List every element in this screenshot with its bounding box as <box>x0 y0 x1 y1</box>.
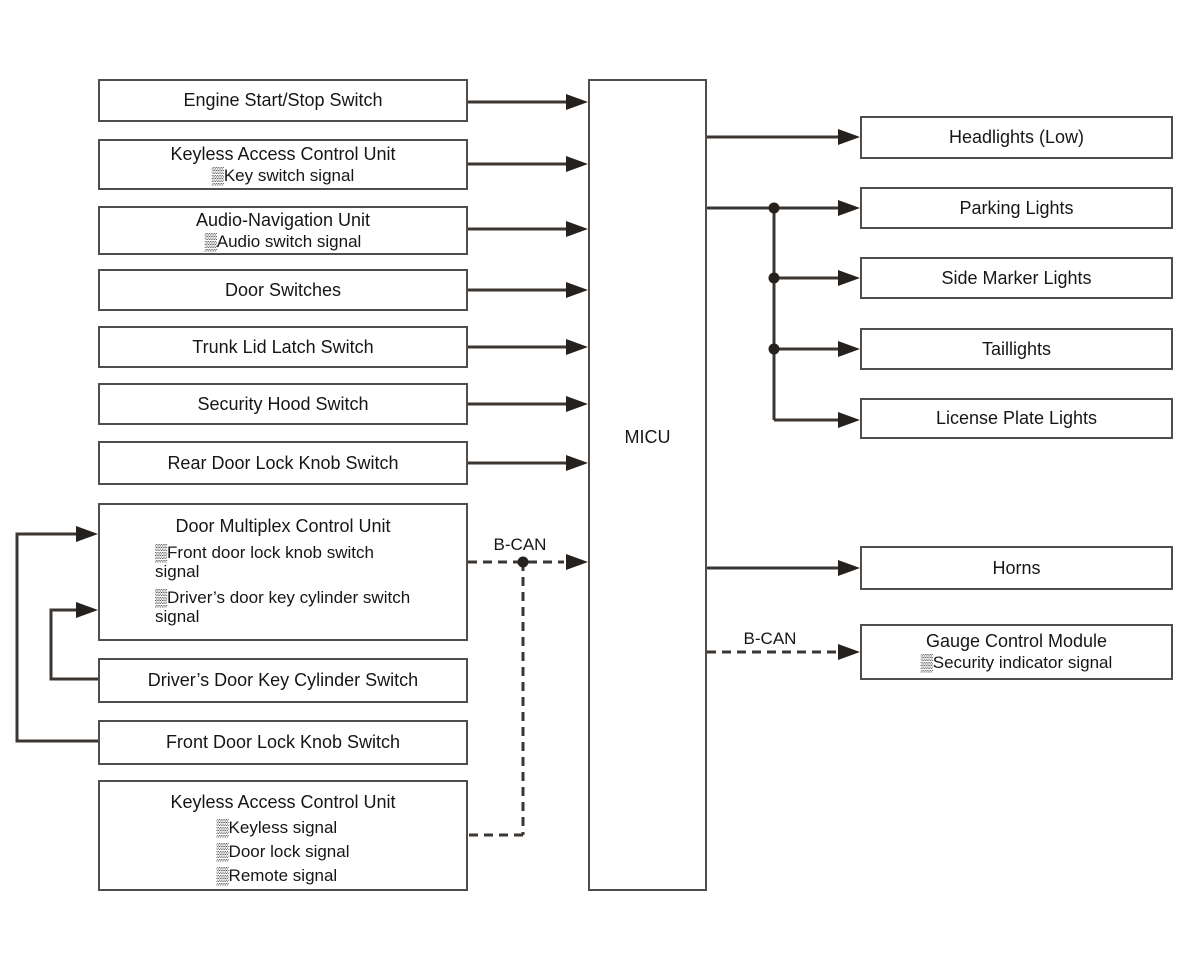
box-rear-door-lock-knob-switch: Rear Door Lock Knob Switch <box>98 441 468 485</box>
box-side-marker-lights: Side Marker Lights <box>860 257 1173 299</box>
arrowhead-icon <box>566 156 588 172</box>
box-title: Rear Door Lock Knob Switch <box>167 452 399 473</box>
box-title: Keyless Access Control Unit <box>170 143 396 164</box>
signal-item: ▒Driver’s door key cylinder switch signa… <box>155 588 411 626</box>
box-parking-lights: Parking Lights <box>860 187 1173 229</box>
arrowhead-icon <box>838 270 860 286</box>
arrowhead-icon <box>838 412 860 428</box>
signal-item: ▒Door lock signal <box>216 842 350 861</box>
signal-item: ▒Security indicator signal <box>920 653 1113 672</box>
arrowhead-icon <box>838 200 860 216</box>
junction-dot <box>768 202 780 214</box>
box-title: Parking Lights <box>959 197 1074 218</box>
box-title: Audio-Navigation Unit <box>195 209 371 230</box>
box-title: Security Hood Switch <box>197 393 369 414</box>
arrowhead-icon <box>566 94 588 110</box>
arrowhead-icon <box>566 396 588 412</box>
box-title: Engine Start/Stop Switch <box>183 90 383 110</box>
signal-item: ▒Remote signal <box>216 866 338 885</box>
box-horns: Horns <box>860 546 1173 590</box>
arrowhead-icon <box>566 221 588 237</box>
box-drivers-door-key-cylinder-switch: Driver’s Door Key Cylinder Switch <box>98 658 468 703</box>
box-security-hood-switch: Security Hood Switch <box>98 383 468 425</box>
box-title: Headlights (Low) <box>948 127 1085 147</box>
bcan-label-right: B-CAN <box>743 629 797 648</box>
box-title: Trunk Lid Latch Switch <box>192 336 374 357</box>
box-title: Side Marker Lights <box>941 267 1092 288</box>
box-title: Front Door Lock Knob Switch <box>165 732 401 752</box>
junction-dot <box>517 556 529 568</box>
box-title: Driver’s Door Key Cylinder Switch <box>147 670 419 690</box>
junction-dot <box>768 272 780 284</box>
box-title: Gauge Control Module <box>925 631 1108 651</box>
box-keyless-access-control-unit-bottom: Keyless Access Control Unit ▒Keyless sig… <box>98 780 468 891</box>
signal-item: ▒Audio switch signal <box>204 231 362 251</box>
box-title: Door Switches <box>224 279 342 300</box>
box-license-plate-lights: License Plate Lights <box>860 398 1173 439</box>
signal-item-list: ▒Keyless signal ▒Door lock signal ▒Remot… <box>217 816 350 888</box>
box-engine-start-stop-switch: Engine Start/Stop Switch <box>98 79 468 122</box>
box-gauge-control-module: Gauge Control Module ▒Security indicator… <box>860 624 1173 680</box>
arrowhead-icon <box>76 526 98 542</box>
box-trunk-lid-latch-switch: Trunk Lid Latch Switch <box>98 326 468 368</box>
junction-dot <box>768 343 780 355</box>
bcan-label-left: B-CAN <box>493 535 547 554</box>
box-micu: MICU <box>588 79 707 891</box>
box-title: Door Multiplex Control Unit <box>175 516 391 536</box>
box-title: Horns <box>992 557 1041 578</box>
box-audio-navigation-unit: Audio-Navigation Unit ▒Audio switch sign… <box>98 206 468 255</box>
signal-item: ▒Front door lock knob switch signal <box>155 543 374 581</box>
arrowhead-icon <box>838 560 860 576</box>
arrowhead-icon <box>566 282 588 298</box>
box-door-switches: Door Switches <box>98 269 468 311</box>
box-front-door-lock-knob-switch: Front Door Lock Knob Switch <box>98 720 468 765</box>
box-taillights: Taillights <box>860 328 1173 370</box>
box-keyless-access-control-unit-key: Keyless Access Control Unit ▒Key switch … <box>98 139 468 190</box>
signal-item: ▒Keyless signal <box>216 818 338 837</box>
arrowhead-icon <box>76 602 98 618</box>
box-headlights-low: Headlights (Low) <box>860 116 1173 159</box>
connector-front-knob-to-multiplex <box>15 532 98 743</box>
micu-label: MICU <box>624 427 671 447</box>
signal-item: ▒Key switch signal <box>211 165 355 185</box>
arrowhead-icon <box>566 455 588 471</box>
box-door-multiplex-control-unit: Door Multiplex Control Unit ▒Front door … <box>98 503 468 641</box>
arrowhead-icon <box>838 644 860 660</box>
box-title: License Plate Lights <box>935 408 1098 428</box>
signal-item-list: ▒Front door lock knob switch signal ▒Dri… <box>155 543 420 626</box>
box-title: Taillights <box>981 338 1052 359</box>
arrowhead-icon <box>838 129 860 145</box>
arrowhead-icon <box>838 341 860 357</box>
arrowhead-icon <box>566 339 588 355</box>
connector-key-cylinder-to-multiplex <box>49 608 98 681</box>
arrowhead-icon <box>566 554 588 570</box>
box-title: Keyless Access Control Unit <box>170 792 396 812</box>
